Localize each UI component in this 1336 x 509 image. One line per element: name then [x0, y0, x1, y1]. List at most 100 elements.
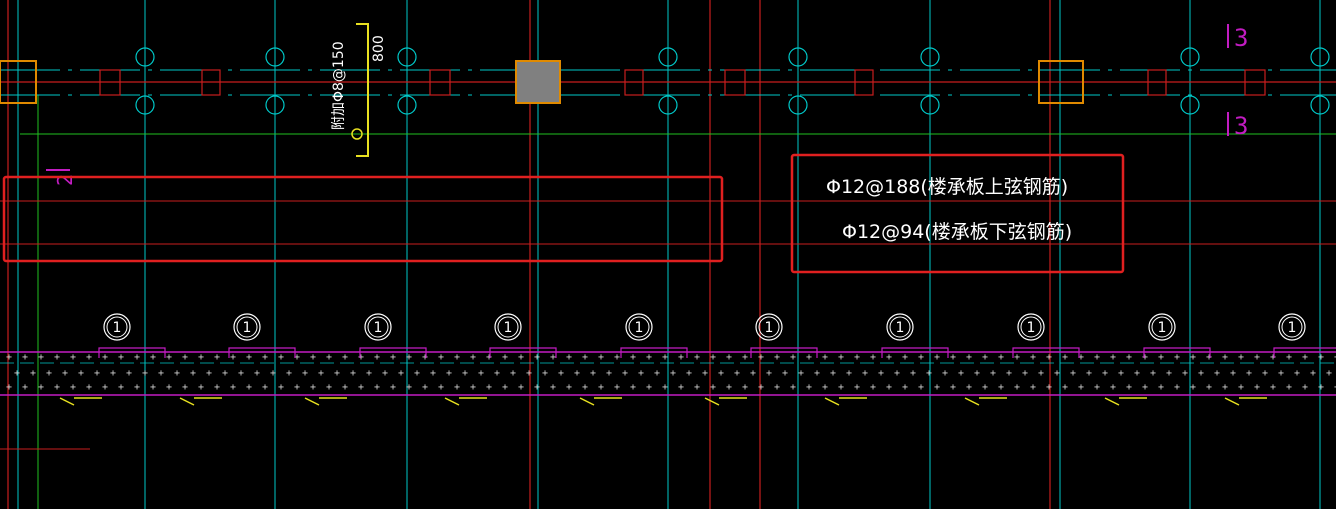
concrete-hatch: + [886, 352, 892, 363]
concrete-hatch: + [1078, 382, 1084, 393]
concrete-hatch: + [742, 352, 748, 363]
concrete-hatch: + [1238, 382, 1244, 393]
detail-bubble: 1 [1273, 313, 1336, 358]
concrete-hatch: + [454, 352, 460, 363]
concrete-hatch: + [70, 352, 76, 363]
concrete-hatch: + [118, 352, 124, 363]
bubble-bracket [359, 347, 427, 358]
concrete-hatch: + [702, 368, 708, 379]
concrete-hatch: + [710, 382, 716, 393]
rebar-tick [824, 397, 840, 406]
bubble-label: 1 [504, 320, 513, 336]
beam-stiffener [429, 69, 451, 96]
concrete-hatch: + [790, 352, 796, 363]
bubble-outer [1148, 313, 1176, 341]
added-rebar-note: 附加Φ8@150 [331, 41, 347, 130]
concrete-hatch: + [350, 368, 356, 379]
concrete-hatch: + [422, 352, 428, 363]
concrete-hatch: + [1182, 368, 1188, 379]
concrete-hatch: + [38, 352, 44, 363]
concrete-hatch: + [1126, 382, 1132, 393]
bubble-outer [1017, 313, 1045, 341]
concrete-hatch: + [326, 382, 332, 393]
concrete-hatch: + [1022, 368, 1028, 379]
bubble-outer [1278, 313, 1306, 341]
steel-column-outline[interactable] [1038, 60, 1084, 104]
concrete-hatch: + [214, 352, 220, 363]
concrete-hatch: + [126, 368, 132, 379]
concrete-hatch: + [1206, 352, 1212, 363]
shear-stud-bottom [135, 95, 155, 115]
highlight-box-left[interactable] [2, 175, 724, 263]
detail-bubble: 1 [881, 313, 949, 358]
concrete-hatch: + [38, 382, 44, 393]
concrete-hatch: + [662, 382, 668, 393]
bubble-inner [1281, 316, 1303, 338]
concrete-hatch: + [734, 368, 740, 379]
concrete-hatch: + [286, 368, 292, 379]
concrete-hatch: + [358, 382, 364, 393]
bubble-outer [755, 313, 783, 341]
concrete-hatch: + [574, 368, 580, 379]
concrete-hatch: + [1070, 368, 1076, 379]
concrete-hatch: + [22, 382, 28, 393]
rebar-anchor-circle [351, 128, 363, 140]
concrete-hatch: + [230, 352, 236, 363]
bubble-bracket [228, 347, 296, 358]
concrete-hatch: + [1270, 382, 1276, 393]
concrete-hatch: + [294, 352, 300, 363]
concrete-hatch: + [934, 382, 940, 393]
concrete-hatch: + [1174, 352, 1180, 363]
steel-column-left-edge[interactable] [0, 60, 37, 104]
shear-stud-top [788, 47, 808, 67]
concrete-hatch: + [1302, 352, 1308, 363]
concrete-hatch: + [22, 352, 28, 363]
concrete-hatch: + [830, 368, 836, 379]
shear-stud-top [658, 47, 678, 67]
concrete-hatch: + [342, 352, 348, 363]
highlight-box-callouts[interactable] [790, 153, 1125, 274]
concrete-hatch: + [886, 382, 892, 393]
concrete-hatch: + [374, 382, 380, 393]
concrete-hatch: + [654, 368, 660, 379]
concrete-hatch: + [862, 368, 868, 379]
concrete-hatch: + [1142, 352, 1148, 363]
dimension-800-label: 800 [371, 35, 387, 62]
concrete-hatch: + [1038, 368, 1044, 379]
concrete-hatch: + [486, 352, 492, 363]
concrete-hatch: + [158, 368, 164, 379]
shear-stud-bottom [397, 95, 417, 115]
concrete-hatch: + [1302, 382, 1308, 393]
detail-bubble: 1 [98, 313, 166, 358]
steel-column-filled[interactable] [515, 60, 561, 104]
concrete-hatch: + [950, 352, 956, 363]
concrete-hatch: + [838, 352, 844, 363]
beam-stiffener [624, 69, 644, 96]
bubble-label: 1 [243, 320, 252, 336]
concrete-hatch: + [686, 368, 692, 379]
bubble-inner [889, 316, 911, 338]
concrete-hatch: + [622, 368, 628, 379]
concrete-hatch: + [206, 368, 212, 379]
concrete-hatch: + [846, 368, 852, 379]
concrete-hatch: + [694, 352, 700, 363]
concrete-hatch: + [566, 352, 572, 363]
concrete-hatch: + [1270, 352, 1276, 363]
bubble-inner [1020, 316, 1042, 338]
concrete-hatch: + [1030, 352, 1036, 363]
concrete-hatch: + [382, 368, 388, 379]
concrete-hatch: + [822, 352, 828, 363]
concrete-hatch: + [1062, 352, 1068, 363]
concrete-hatch: + [1230, 368, 1236, 379]
concrete-hatch: + [1198, 368, 1204, 379]
concrete-hatch: + [302, 368, 308, 379]
beam-stiffener [201, 69, 221, 96]
concrete-hatch: + [1318, 352, 1324, 363]
concrete-hatch: + [638, 368, 644, 379]
concrete-hatch: + [1254, 352, 1260, 363]
concrete-hatch: + [1054, 368, 1060, 379]
concrete-hatch: + [750, 368, 756, 379]
concrete-hatch: + [998, 352, 1004, 363]
